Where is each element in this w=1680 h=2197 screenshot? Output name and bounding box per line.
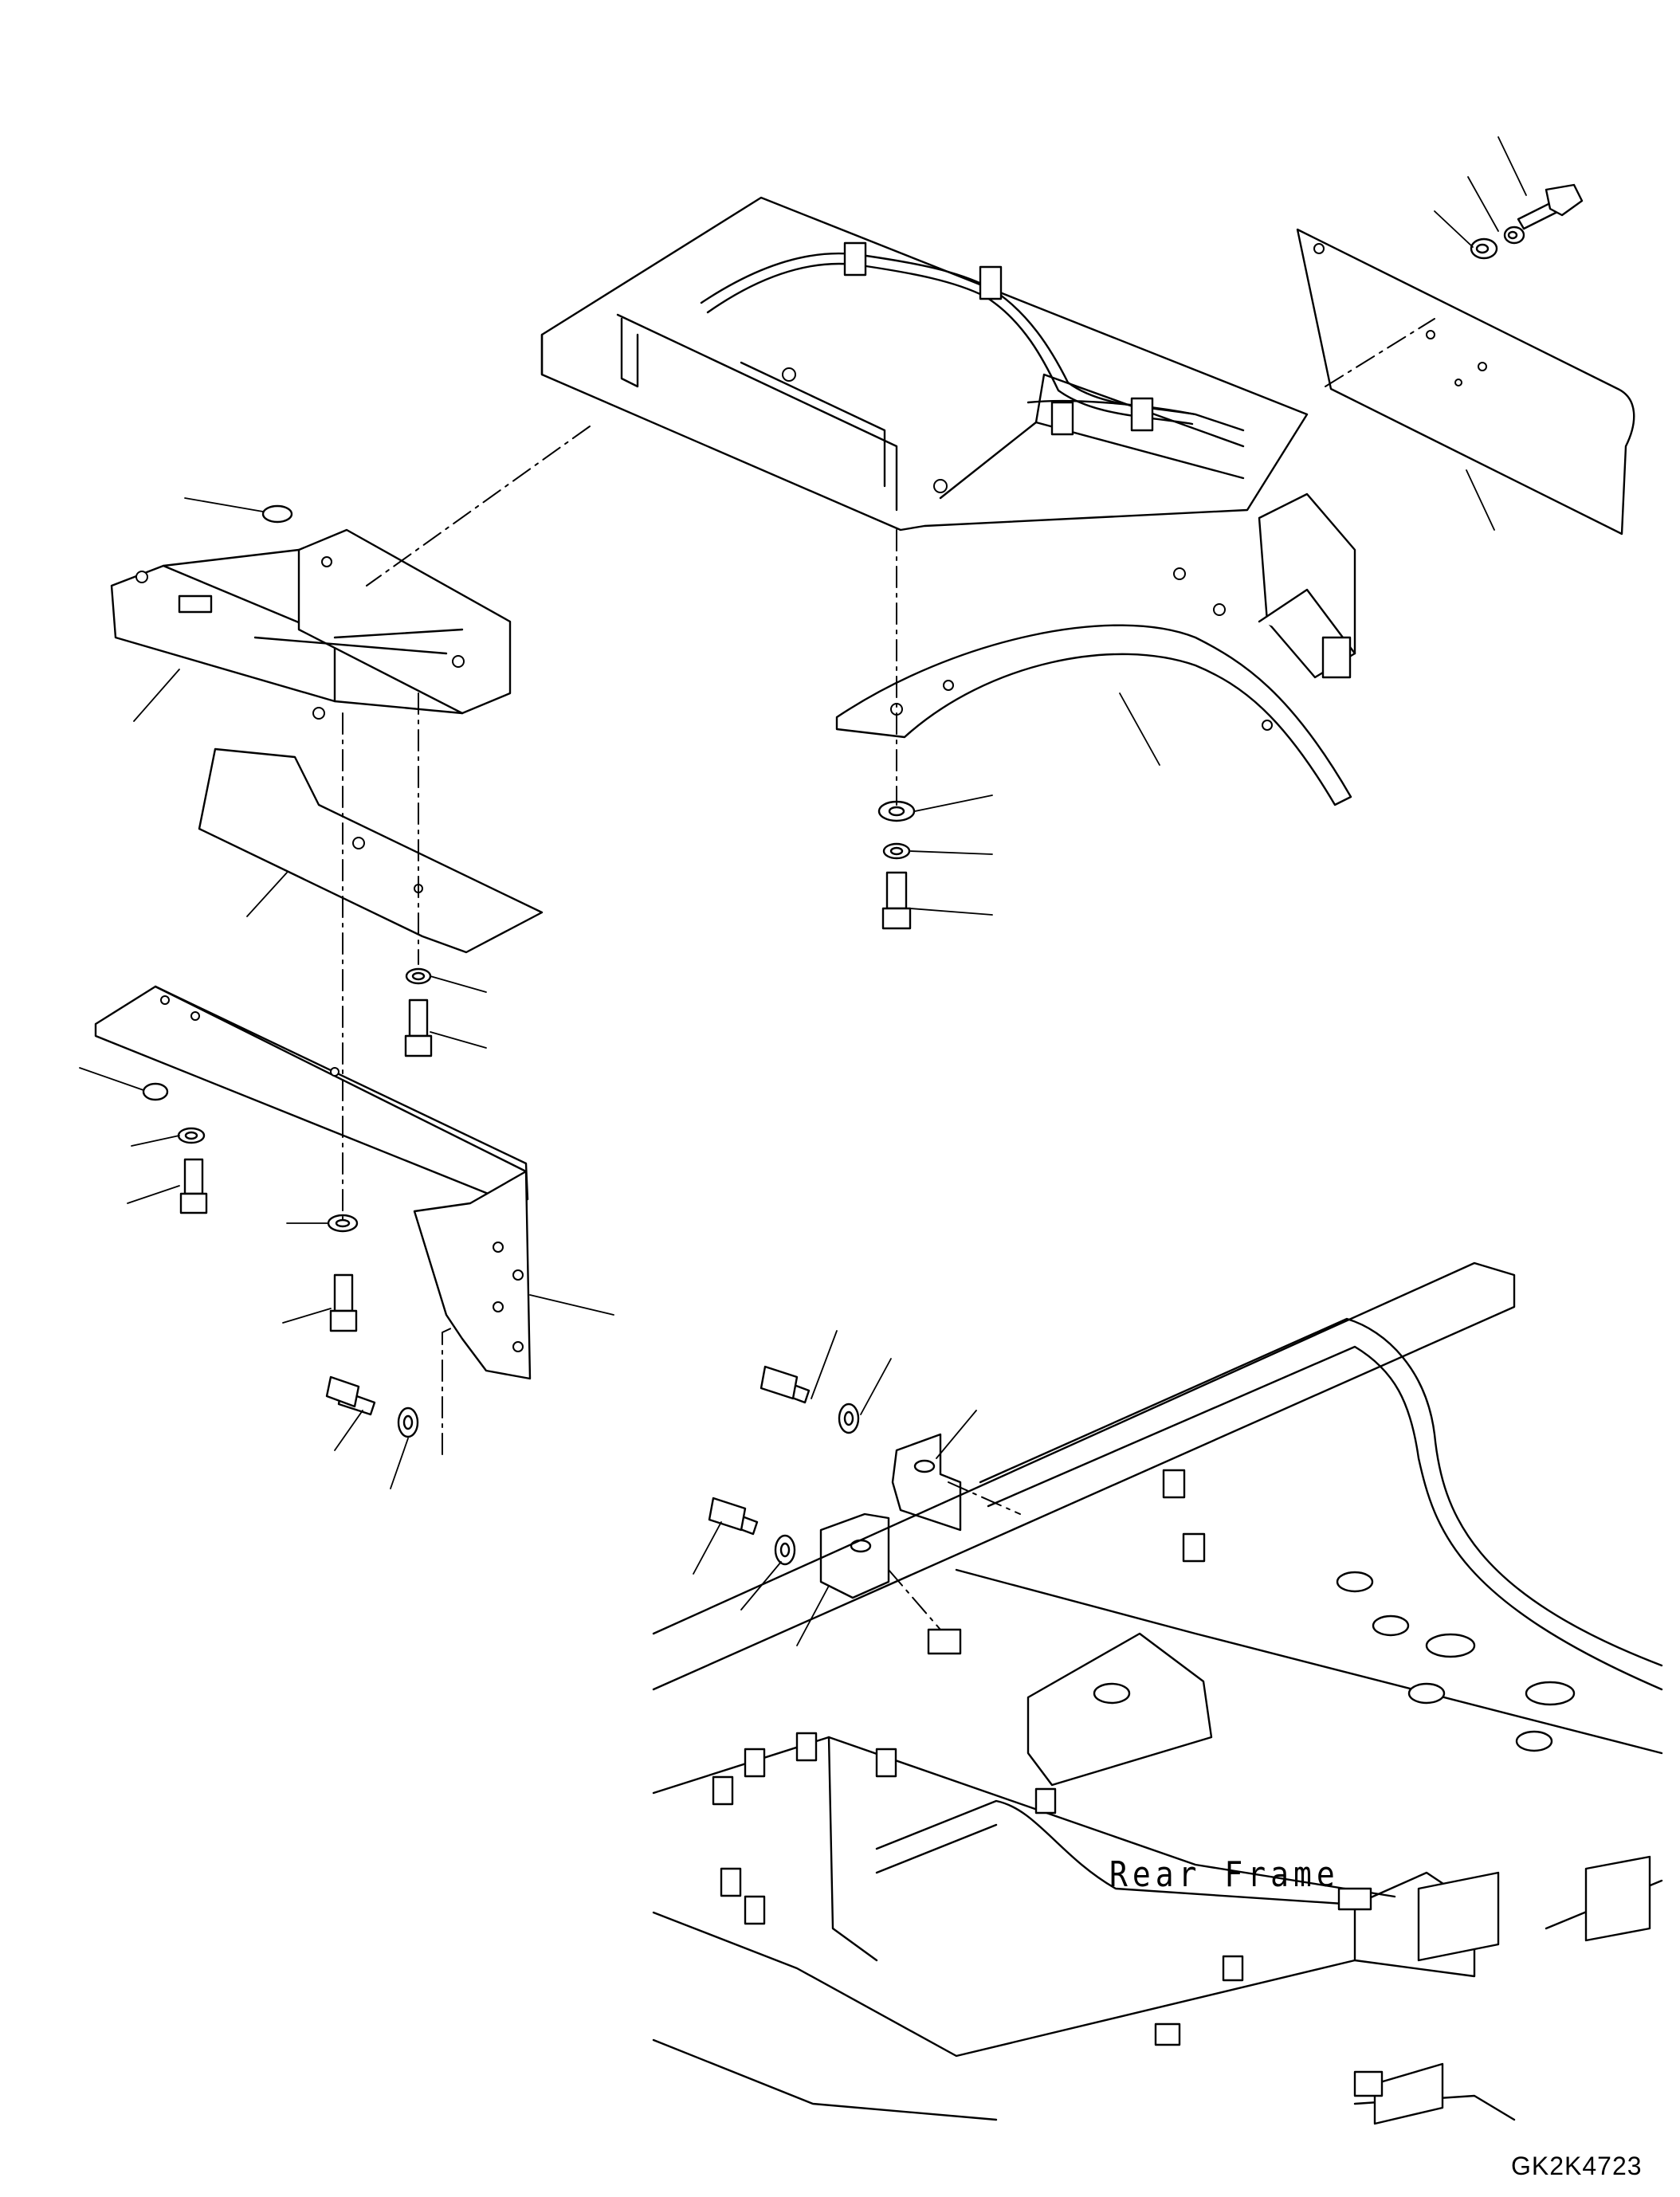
bolt-washer-set-left	[142, 1082, 419, 1438]
step-plate	[198, 747, 544, 954]
rear-frame	[652, 1261, 1663, 2125]
bolt-washer-set-top-right	[1470, 183, 1584, 260]
side-panel-plate	[1296, 228, 1635, 536]
alignment-lines	[342, 318, 1435, 1630]
leader-lines	[79, 136, 1527, 1646]
step-cover-assembly	[540, 196, 1356, 679]
bolt-washer-set-left-mid	[404, 967, 433, 1057]
rear-frame-label: Rear Frame	[1109, 1854, 1340, 1895]
small-brackets	[708, 1365, 962, 1599]
drawing-id-label: GK2K4723	[1511, 2152, 1643, 2180]
bolt-washer-set-fender	[877, 800, 916, 930]
long-mounting-bracket	[94, 985, 532, 1380]
curved-fender	[835, 624, 1352, 806]
step-bracket-frame	[110, 504, 512, 720]
